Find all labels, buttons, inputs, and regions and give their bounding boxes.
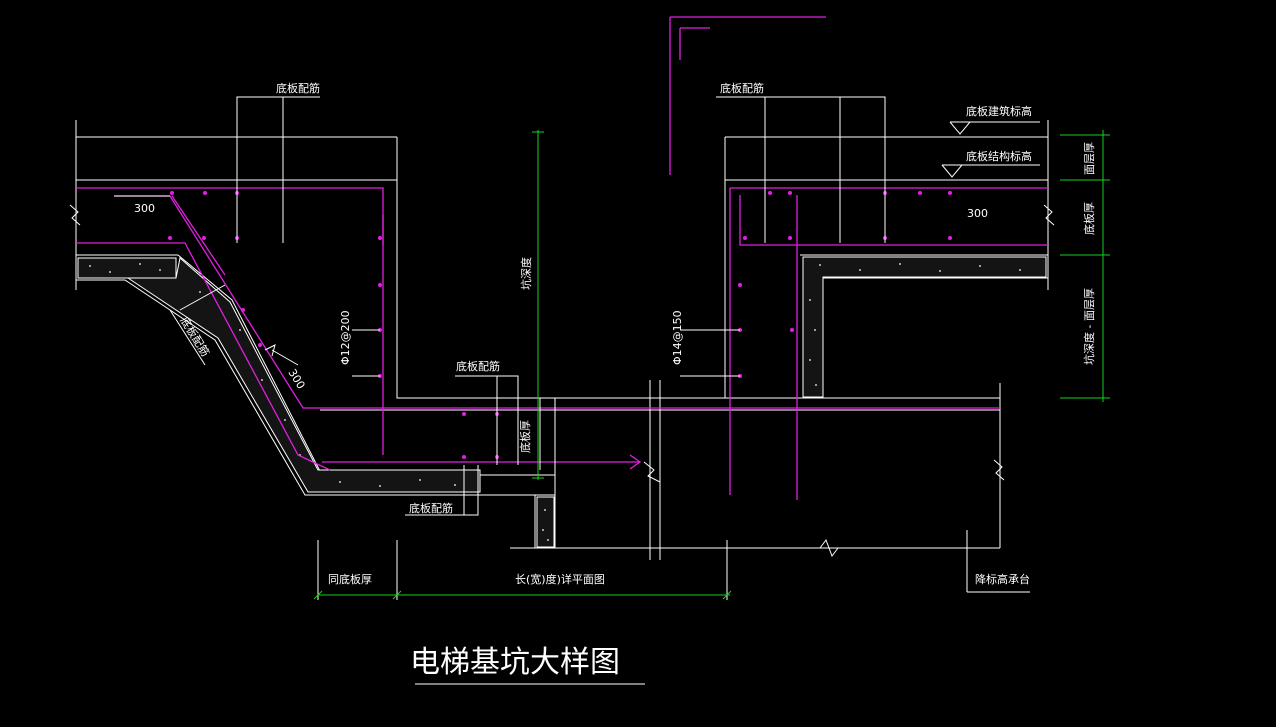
drawing-title: 电梯基坑大样图 [410,645,620,680]
label-slab-thk-right: 底板厚 [1082,202,1096,235]
label-rebar-spec-right: Φ14@150 [671,310,684,365]
concrete-specks [89,263,1021,541]
label-dim-300-slope: 300 [285,367,307,392]
drawing-text: 底板配筋 底板配筋 底板建筑标高 底板结构标高 300 300 底板配筋 底板配… [134,81,1096,680]
label-bottom-rebar-mid: 底板配筋 [456,359,500,373]
label-floor-struct-elev: 底板结构标高 [966,149,1032,163]
slope-concrete-fill [126,257,481,493]
label-dim-300-right: 300 [967,207,988,220]
label-dim-300-left: 300 [134,202,155,215]
label-bottom-rebar-top-right: 底板配筋 [720,81,764,95]
label-pit-depth-minus-surface: 坑深度 - 面层厚 [1082,288,1096,365]
label-dim-same-thk: 同底板厚 [328,572,372,586]
label-floor-thk-vertical: 底板厚 [518,420,532,453]
sump-concrete-fill [536,496,555,548]
label-surface-layer: 面层厚 [1083,142,1096,175]
label-dim-lower-cap: 降标高承台 [975,572,1030,586]
left-concrete-fill [77,257,177,279]
annotation-leaders [114,96,1040,685]
label-bottom-rebar-top-left: 底板配筋 [276,81,320,95]
label-pit-depth: 坑深度 [519,257,533,290]
dimension-lines [313,130,1110,600]
label-bottom-rebar-low: 底板配筋 [409,501,453,515]
label-rebar-spec-left: Φ12@200 [339,310,352,365]
right-concrete-fill [802,256,1047,398]
label-floor-arch-elev: 底板建筑标高 [966,104,1032,118]
label-dim-length-width: 长(宽)度)详平面图 [515,572,605,586]
concrete-outline [69,120,1055,560]
